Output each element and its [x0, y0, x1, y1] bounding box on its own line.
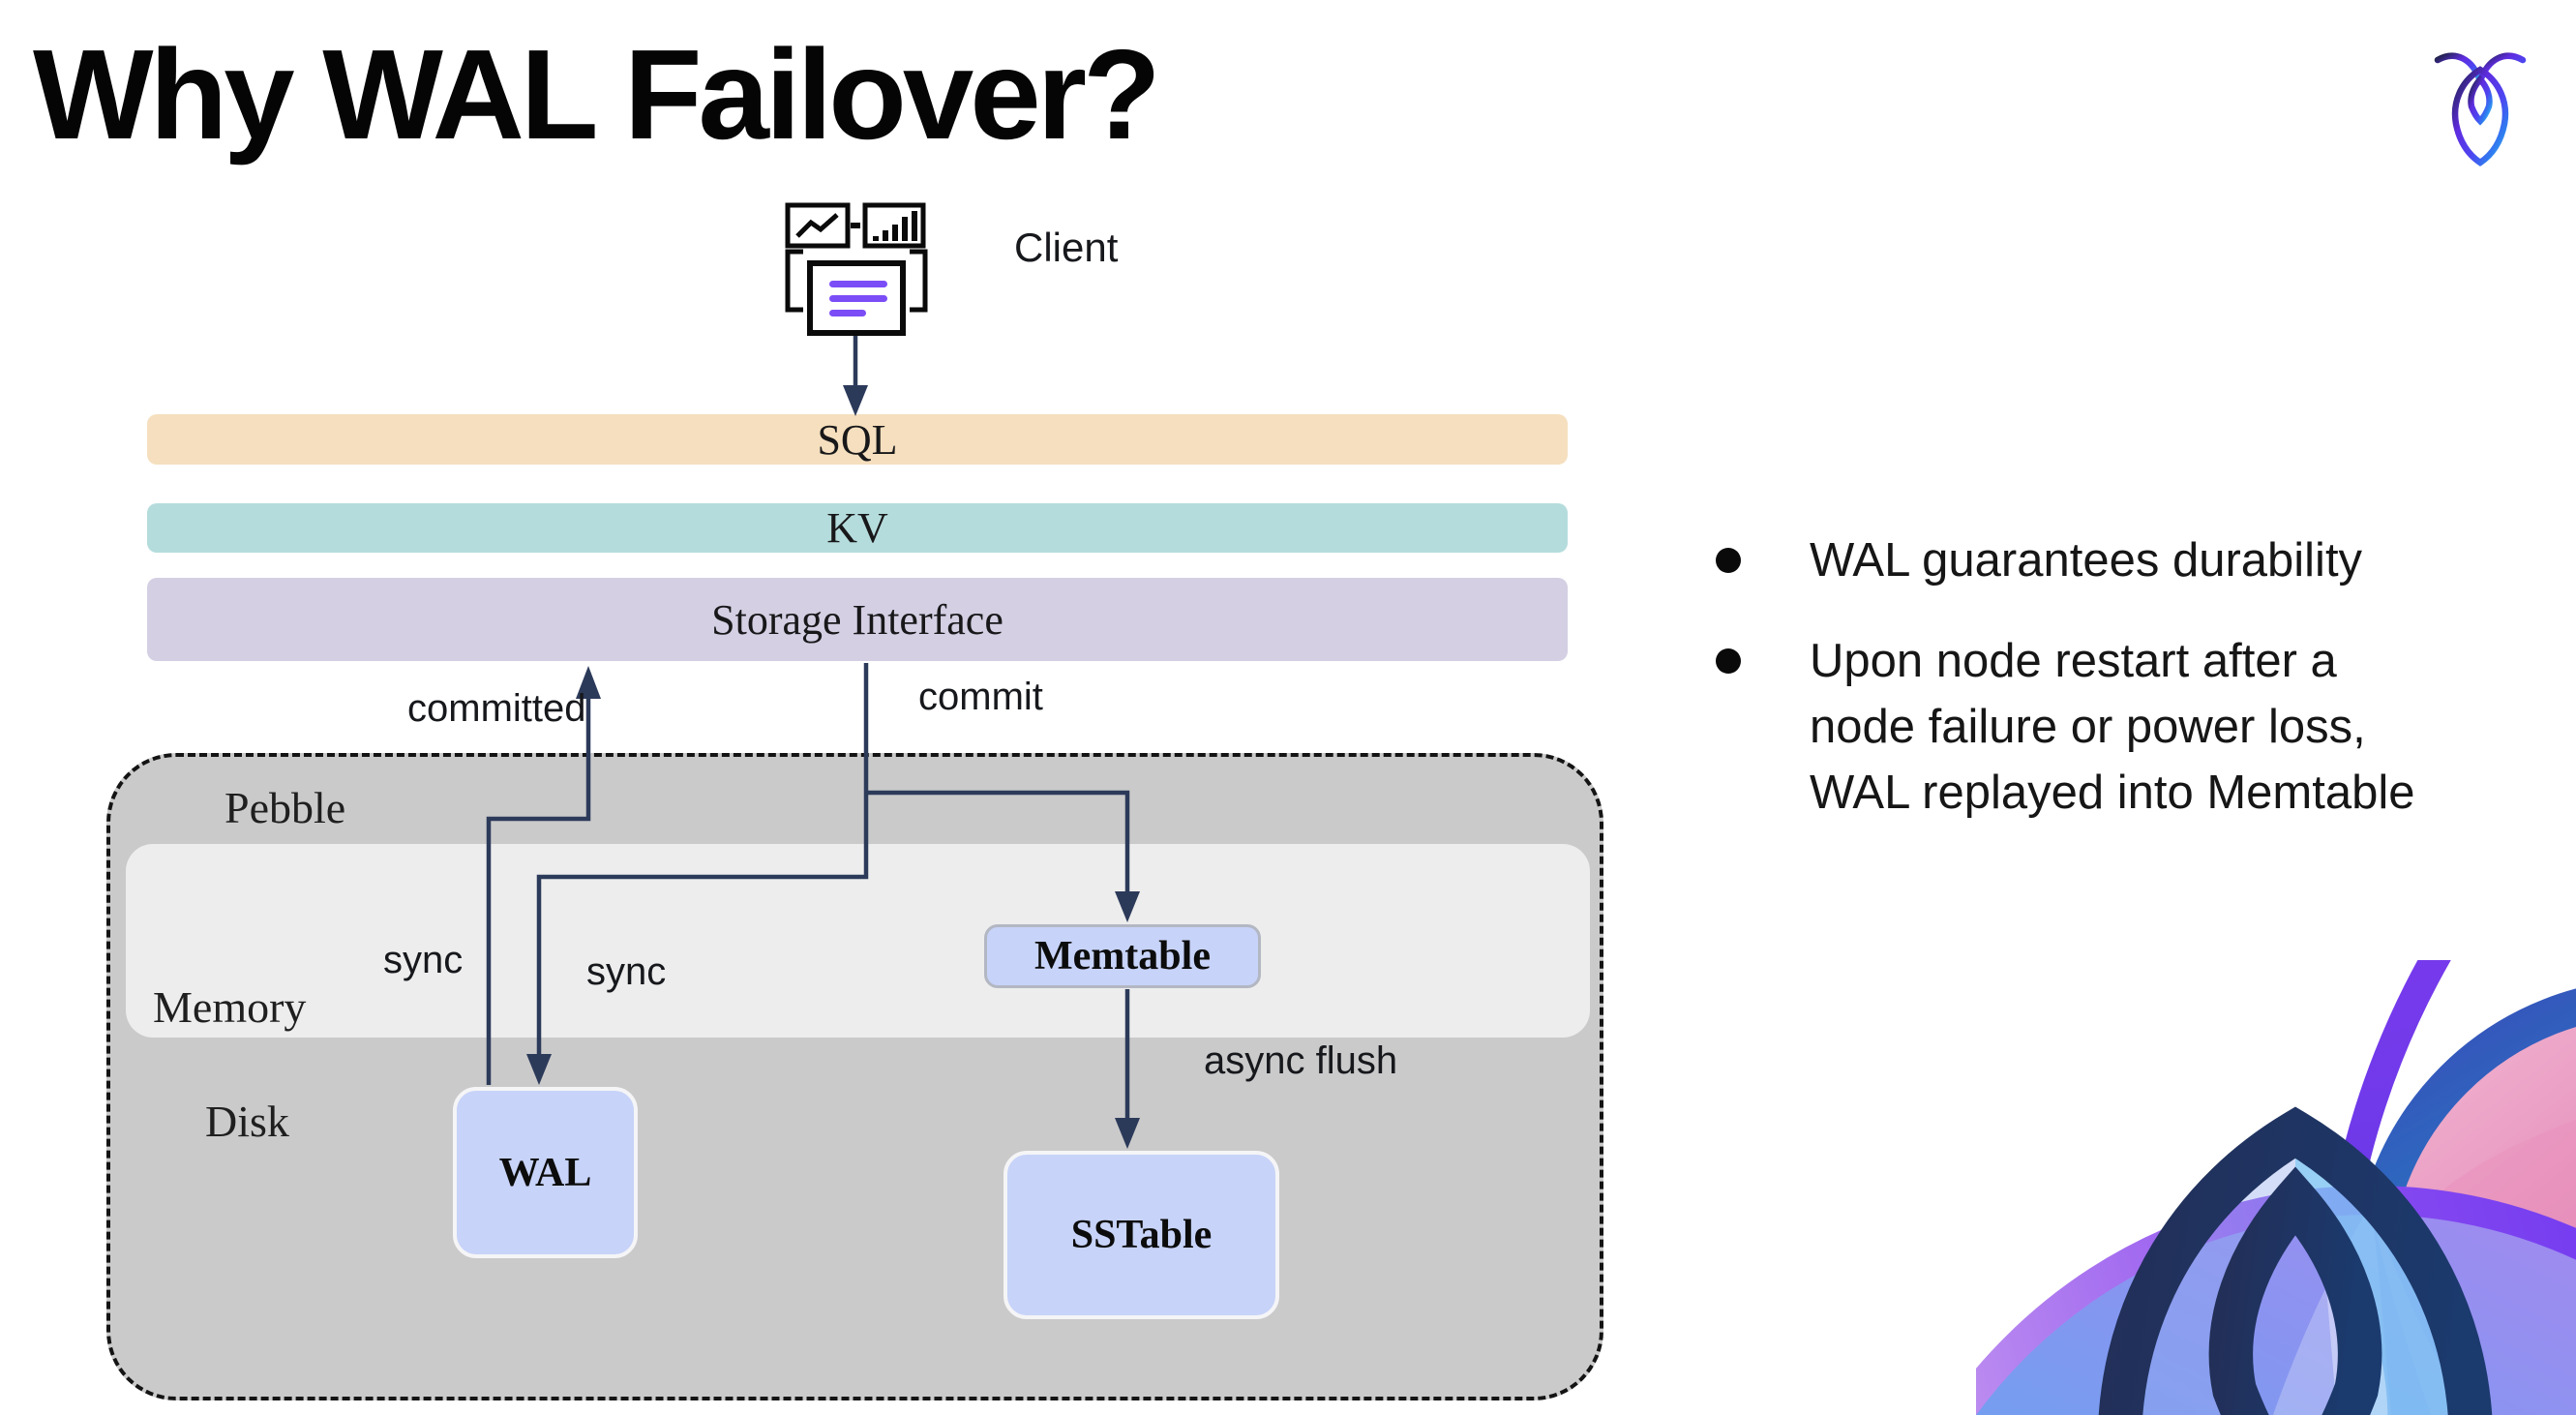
list-item: WAL guarantees durability — [1716, 527, 2415, 593]
brand-sphere-art — [1976, 960, 2576, 1415]
line-chart-icon — [785, 202, 851, 249]
memtable-node: Memtable — [984, 924, 1261, 988]
sync-left-edge-label: sync — [383, 939, 464, 981]
client-label: Client — [1014, 225, 1119, 270]
memory-band — [126, 844, 1590, 1038]
cockroachdb-logo-icon — [2434, 52, 2527, 166]
layer-bar-storage-interface: Storage Interface — [147, 578, 1568, 661]
client-icon — [784, 201, 929, 337]
sstable-node: SSTable — [1003, 1151, 1279, 1319]
bullet-text: Upon node restart after a — [1810, 635, 2337, 687]
layer-bar-storage-label: Storage Interface — [711, 595, 1003, 644]
sync-right-edge-label: sync — [586, 950, 667, 993]
pebble-label: Pebble — [225, 783, 346, 832]
bullet-text: WAL guarantees durability — [1810, 534, 2363, 587]
layer-bar-sql: SQL — [147, 414, 1568, 465]
disk-label: Disk — [205, 1097, 289, 1146]
layer-bar-kv-label: KV — [826, 504, 888, 552]
bar-chart-icon — [862, 202, 926, 249]
wal-node-label: WAL — [498, 1150, 592, 1195]
bullet-dot-icon — [1716, 548, 1741, 573]
list-item: Upon node restart after a node failure o… — [1716, 628, 2415, 826]
bullet-list: WAL guarantees durability Upon node rest… — [1716, 527, 2415, 826]
bullet-dot-icon — [1716, 648, 1741, 674]
bullet-text: WAL replayed into Memtable — [1810, 767, 2415, 819]
layer-bar-kv: KV — [147, 503, 1568, 553]
page-title: Why WAL Failover? — [33, 23, 1161, 166]
layer-bar-sql-label: SQL — [817, 415, 898, 464]
commit-edge-label: commit — [918, 676, 1043, 718]
sstable-node-label: SSTable — [1070, 1213, 1213, 1257]
arrowhead-into-sql — [843, 385, 868, 416]
left-bracket-icon — [785, 249, 803, 313]
memtable-node-label: Memtable — [1034, 934, 1211, 978]
bullet-text: node failure or power loss, — [1810, 701, 2366, 753]
cockroach-silhouette — [2098, 1106, 2493, 1415]
sql-document-icon — [807, 260, 906, 336]
async-flush-edge-label: async flush — [1204, 1039, 1398, 1082]
dash-icon — [851, 223, 860, 228]
memory-label: Memory — [153, 982, 307, 1032]
committed-edge-label: committed — [407, 687, 586, 730]
right-bracket-icon — [910, 249, 928, 313]
wal-node: WAL — [453, 1087, 638, 1258]
